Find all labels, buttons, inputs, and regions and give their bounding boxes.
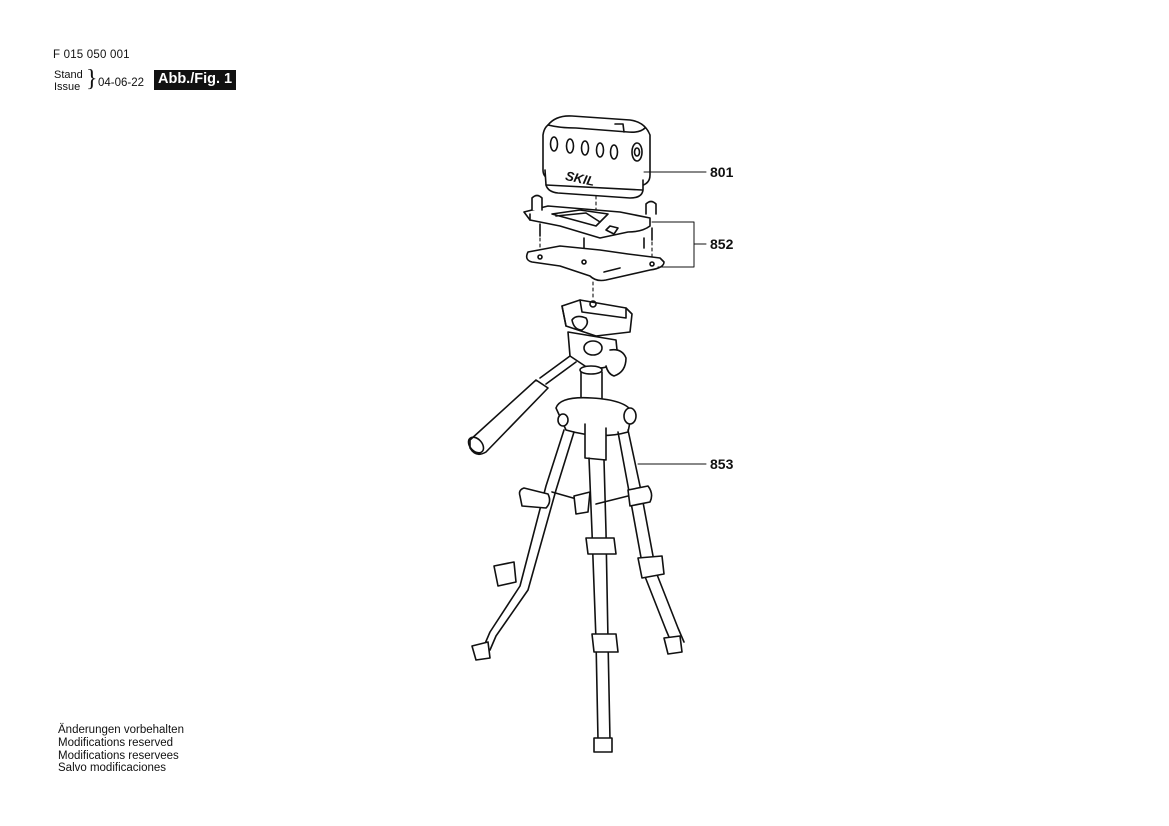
laser-level-801 <box>542 115 651 199</box>
tripod-853 <box>467 299 685 753</box>
callout-853: 853 <box>710 456 734 472</box>
figure-badge: Abb./Fig. 1 <box>154 70 237 90</box>
note-line: Modifications reserved <box>58 736 174 749</box>
stand-issue-label: Stand Issue <box>54 69 83 93</box>
note-line: Salvo modificaciones <box>58 762 167 775</box>
adapter-lower-plate-852 <box>525 245 665 282</box>
brace-glyph: } <box>86 66 98 92</box>
modification-notes: Änderungen vorbehalten Modifications res… <box>58 724 184 775</box>
issue-label: Issue <box>54 80 81 93</box>
issue-date: 04-06-22 <box>98 77 145 89</box>
stand-label: Stand <box>54 69 83 81</box>
document-number: F 015 050 001 <box>53 49 130 61</box>
callout-801: 801 <box>710 164 734 180</box>
callout-852: 852 <box>710 236 734 252</box>
skil-logo: SKIL <box>564 168 596 189</box>
note-line: Änderungen vorbehalten <box>58 724 184 736</box>
adapter-upper-plate-852 <box>523 194 657 251</box>
note-line: Modifications reservees <box>58 749 179 762</box>
